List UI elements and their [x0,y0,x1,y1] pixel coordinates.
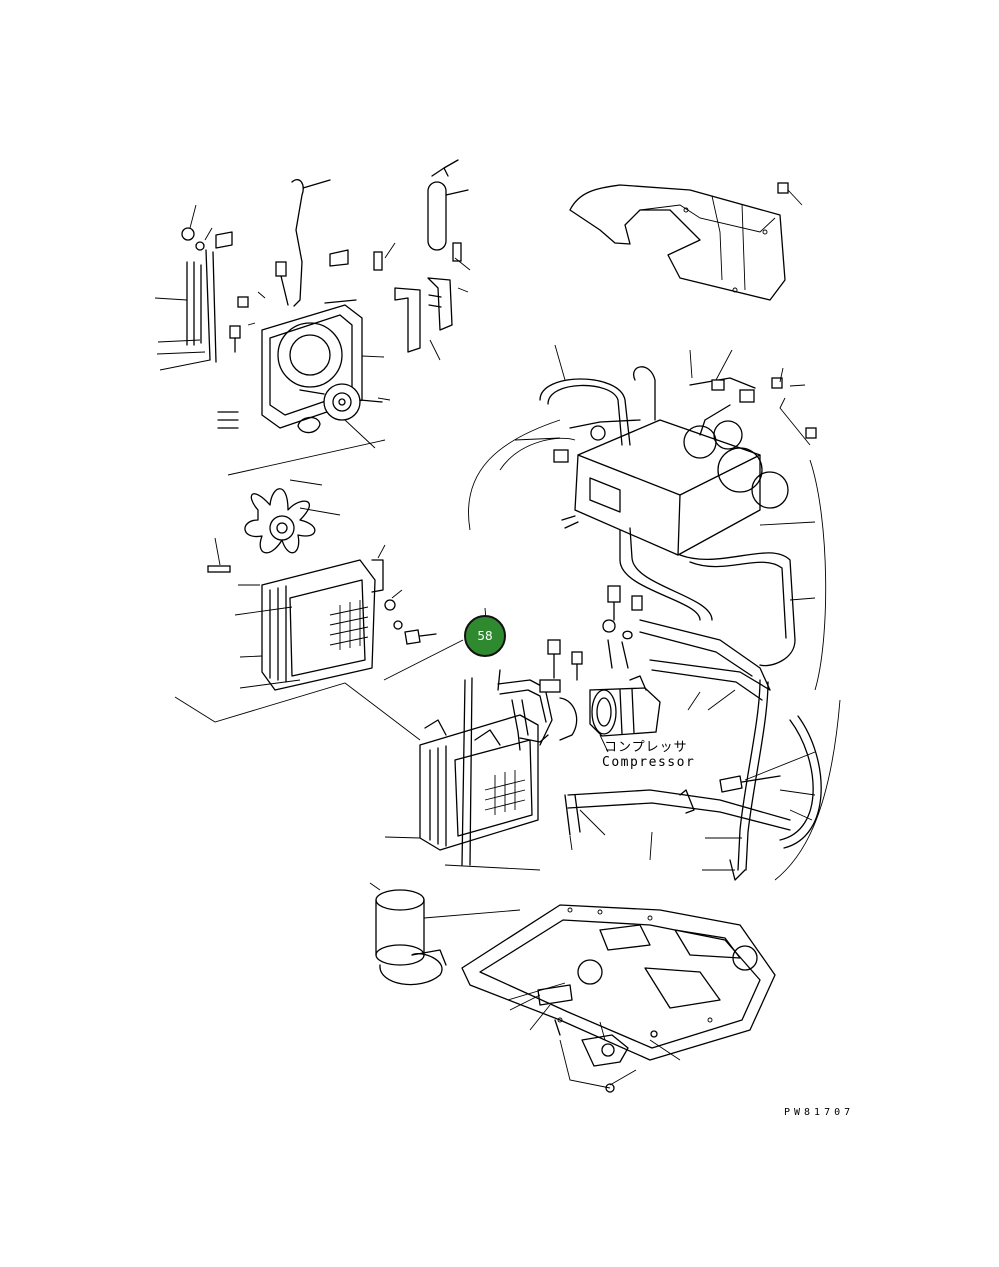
core-and-valve-assembly [384,607,578,871]
floor-cover-panel [569,182,803,301]
compressor-label-jp: コンプレッサ [604,740,688,755]
condenser-fan-assembly [154,159,471,476]
callout-number: 58 [477,629,493,643]
drawing-number: PW81707 [784,1107,855,1118]
compressor-assembly [547,585,822,881]
floor-plate [461,904,776,1093]
compressor-label-en: Compressor [602,755,696,770]
fan-and-core [174,479,464,741]
swivel-sleeve [369,882,521,986]
callout-58-button[interactable]: 58 [464,615,506,657]
evaporator-unit [468,344,841,881]
